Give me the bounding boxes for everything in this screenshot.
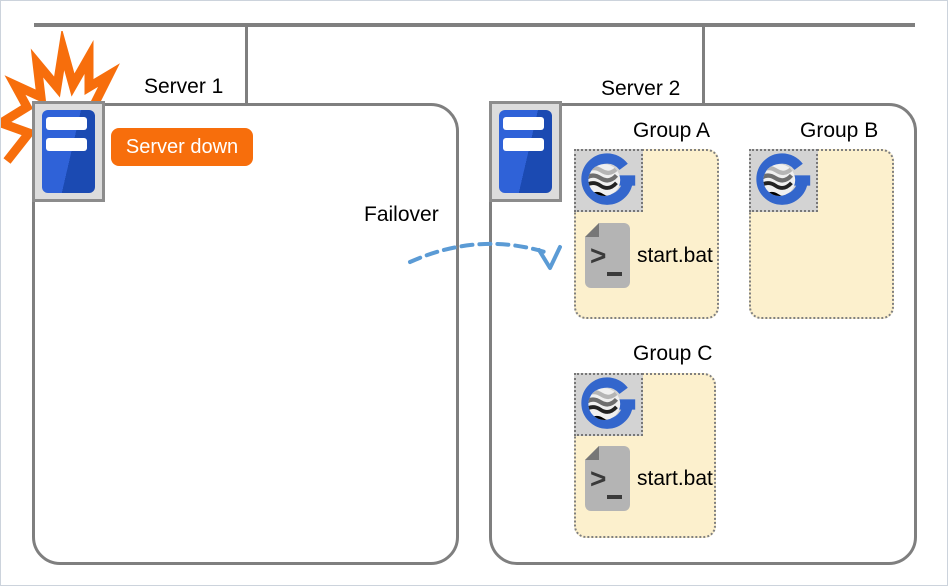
group-b-label: Group B xyxy=(800,119,879,142)
group-b-box xyxy=(749,149,894,319)
svg-text:>: > xyxy=(590,463,606,494)
group-a-script: > start.bat xyxy=(585,223,713,288)
network-bus-line xyxy=(34,23,915,27)
group-c-box: > start.bat xyxy=(574,373,716,538)
server2-label: Server 2 xyxy=(601,77,681,100)
server-down-badge: Server down xyxy=(111,128,253,166)
cluster-app-icon xyxy=(574,149,643,212)
server2-icon xyxy=(489,101,562,202)
server-slot-bar xyxy=(502,138,545,151)
cluster-app-icon xyxy=(574,373,643,436)
server1-network-line xyxy=(245,25,248,104)
script-filename: start.bat xyxy=(637,466,713,490)
group-a-label: Group A xyxy=(633,119,711,142)
server-slot-bar xyxy=(502,117,545,130)
server1-label: Server 1 xyxy=(144,75,224,98)
cluster-app-icon xyxy=(749,149,818,212)
batch-script-icon: > xyxy=(585,446,630,511)
group-c-label: Group C xyxy=(633,342,713,365)
svg-text:>: > xyxy=(590,240,606,271)
group-c-script: > start.bat xyxy=(585,446,713,511)
server-slot-bar xyxy=(45,138,88,151)
server-slot-bar xyxy=(45,117,88,130)
server2-network-line xyxy=(702,25,705,104)
group-a-box: > start.bat xyxy=(574,149,719,319)
batch-script-icon: > xyxy=(585,223,630,288)
failover-label: Failover xyxy=(364,203,439,226)
script-filename: start.bat xyxy=(637,243,713,267)
server1-icon xyxy=(32,101,105,202)
